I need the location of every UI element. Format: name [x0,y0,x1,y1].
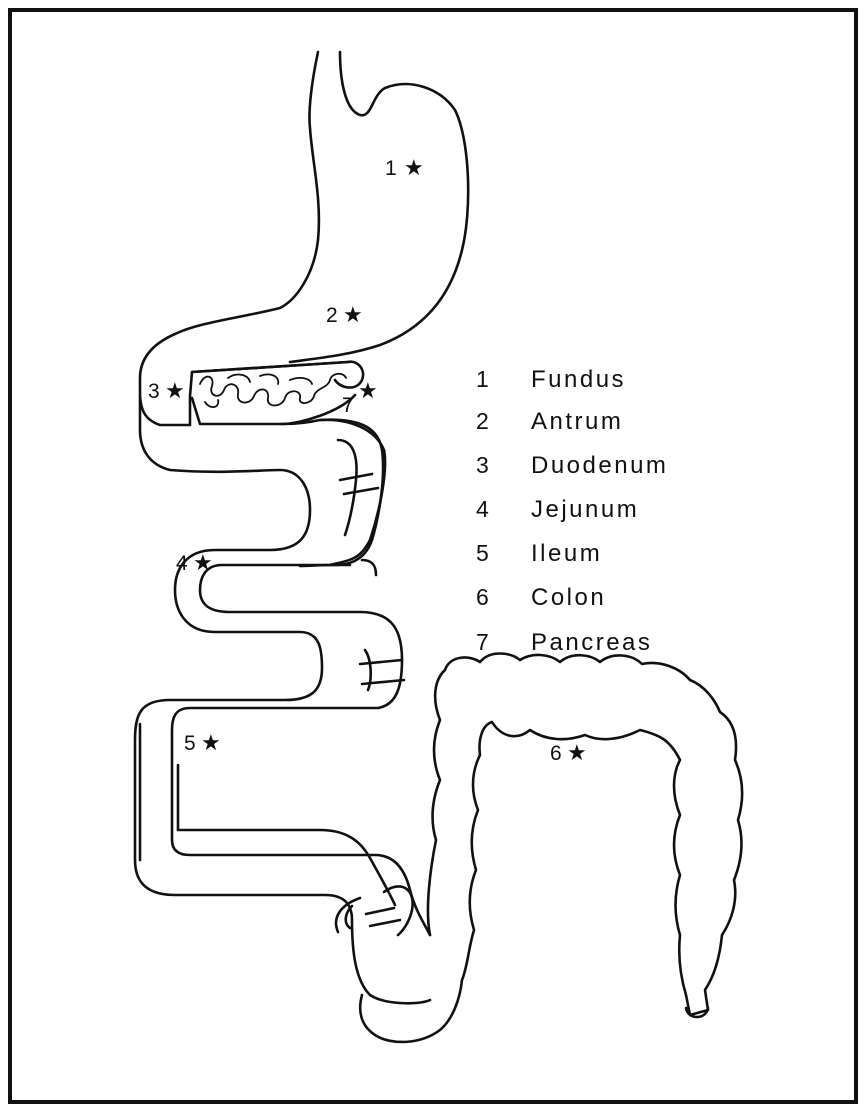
marker-2-number: 2 [326,304,338,327]
star-icon: ★ [404,155,424,180]
legend-item-fundus: 1 Fundus [476,366,626,393]
legend-number: 5 [476,540,489,566]
legend-number: 2 [476,408,489,434]
appendix-hook [336,898,360,932]
legend-number: 4 [476,496,489,522]
legend-item-ileum: 5 Ileum [476,540,602,567]
legend-label: Ileum [531,540,602,567]
marker-3: 3 ★ [148,378,185,403]
legend-number: 7 [476,629,489,655]
legend-label: Colon [531,584,606,611]
legend-number: 1 [476,366,489,392]
marker-4: 4 ★ [176,550,213,575]
constriction-band [340,474,378,494]
marker-1-number: 1 [385,157,397,180]
star-icon: ★ [343,302,363,327]
marker-5-number: 5 [184,732,196,755]
pancreas-outline [192,362,363,424]
star-icon: ★ [567,740,587,765]
legend-label: Jejunum [531,496,639,523]
marker-3-number: 3 [148,380,160,403]
star-icon: ★ [358,378,378,403]
ileum-outline [178,765,395,905]
legend-label: Antrum [531,408,623,435]
marker-6: 6 ★ [550,740,587,765]
stomach-greater-curvature [290,52,468,362]
legend-item-antrum: 2 Antrum [476,408,623,435]
legend-number: 3 [476,452,489,478]
legend-label: Duodenum [531,452,668,479]
marker-2: 2 ★ [326,302,363,327]
marker-1: 1 ★ [385,155,424,180]
star-icon: ★ [193,550,213,575]
legend-item-duodenum: 3 Duodenum [476,452,668,479]
legend: 1 Fundus 2 Antrum 3 Duodenum 4 Jejunum 5… [476,366,668,656]
constriction-band [366,908,400,926]
pancreas-texture [200,374,346,407]
esophagus-stomach-outline [135,52,430,1003]
marker-7-number: 7 [342,394,354,417]
constriction-band [360,660,404,684]
legend-number: 6 [476,584,489,610]
star-icon: ★ [201,730,221,755]
marker-6-number: 6 [550,742,562,765]
legend-label: Pancreas [531,629,652,656]
legend-item-colon: 6 Colon [476,584,606,611]
marker-7: 7 ★ [342,378,378,417]
legend-item-jejunum: 4 Jejunum [476,496,639,523]
jejunum-outline [172,420,430,935]
marker-5: 5 ★ [184,730,221,755]
marker-4-number: 4 [176,552,188,575]
star-icon: ★ [165,378,185,403]
colon-outline [360,654,742,1042]
legend-label: Fundus [531,366,626,393]
small-intestine-inner-outline [282,420,385,575]
legend-item-pancreas: 7 Pancreas [476,629,652,656]
small-intestine-outer-outline [140,440,371,860]
